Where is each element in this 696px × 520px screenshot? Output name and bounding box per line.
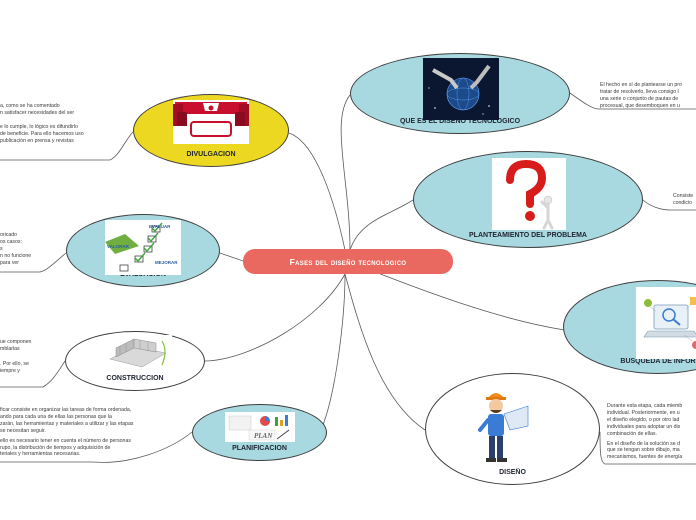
topic-label: PLANIFICACION: [232, 445, 287, 452]
building-model-image: [104, 335, 172, 372]
connector-note-diseno: [599, 431, 696, 465]
connector-note-evaluacion: [0, 252, 67, 273]
note-text: ue componen mblarlas: [0, 339, 32, 352]
topic-label: CONSTRUCCION: [106, 375, 164, 382]
topic-divulgacion[interactable]: DIVULGACION: [133, 94, 289, 167]
topic-planificacion[interactable]: PLAN PLANIFICACION: [192, 404, 327, 461]
connector-construccion: [204, 273, 346, 362]
central-topic-label: Fases del diseño tecnologico: [289, 256, 407, 267]
megaphone-banner-image: [173, 100, 249, 144]
plan-chart-image: PLAN: [225, 412, 295, 442]
connector-note-planificacion: [0, 431, 193, 463]
connector-divulgacion: [288, 132, 346, 251]
connector-que-es: [340, 94, 351, 251]
note-que-es: El hecho en sí de plantearse un pro trat…: [600, 82, 696, 113]
connector-note-que-es: [569, 92, 696, 110]
note-text: El hecho en sí de plantearse un pro trat…: [600, 82, 682, 109]
topic-construccion[interactable]: CONSTRUCCION: [65, 331, 205, 391]
question-mark-figure-image: [492, 158, 566, 230]
topic-label: DISEÑO: [499, 469, 526, 476]
topic-que-es[interactable]: QUE ES EL DISEÑO TECNOLOGICO: [350, 53, 570, 134]
topic-label: BUSQUEDA DE INFOR: [620, 358, 696, 365]
connector-diseno: [344, 273, 426, 431]
engineer-worker-image: [470, 386, 532, 468]
topic-diseno[interactable]: DISEÑO: [425, 373, 600, 485]
note-diseno: Durante esta etapa, cada miemb individua…: [607, 403, 696, 464]
note-text: Consiste condicio: [673, 193, 694, 206]
note-text: e lo cumple, lo lógico es difundirlo de …: [0, 123, 84, 144]
note-text: En el diseño de la solución se d que se …: [607, 440, 683, 461]
mejorar-word: MEJORAR: [155, 260, 178, 265]
valorar-word: VALORAR: [107, 244, 130, 249]
checklist-image: EVALUAR VALORAR MEJORAR: [105, 220, 181, 275]
robot-globe-image: [423, 58, 499, 120]
connector-planificacion: [319, 273, 346, 433]
note-planteamiento: Consiste condicio: [673, 193, 696, 210]
topic-label: PLANTEAMIENTO DEL PROBLEMA: [469, 232, 587, 239]
note-text: oricado os casos: s n no funcione para v…: [0, 232, 32, 266]
connector-evaluacion: [219, 252, 244, 262]
note-construccion: ue componen mblarlas . Por ello, se iemp…: [0, 339, 60, 378]
plan-word: PLAN: [254, 432, 273, 440]
topic-busqueda[interactable]: BUSQUEDA DE INFOR: [563, 280, 696, 374]
note-divulgacion: a, como se ha comentado n satisfacer nec…: [0, 103, 125, 148]
note-evaluacion: oricado os casos: s n no funcione para v…: [0, 232, 60, 270]
evaluar-word: EVALUAR: [149, 224, 171, 229]
central-topic[interactable]: Fases del diseño tecnologico: [243, 249, 453, 274]
topic-planteamiento[interactable]: PLANTEAMIENTO DEL PROBLEMA: [413, 151, 643, 248]
connector-note-divulgacion: [0, 131, 134, 161]
note-text: . Por ello, se iempre y: [0, 360, 29, 374]
note-text: a, como se ha comentado n satisfacer nec…: [0, 103, 75, 116]
connector-planteamiento: [349, 199, 414, 251]
topic-label: DIVULGACION: [186, 151, 236, 158]
laptop-search-image: [636, 287, 696, 359]
note-text: Durante esta etapa, cada miemb individua…: [607, 403, 683, 437]
connector-note-construccion: [0, 360, 66, 388]
topic-evaluacion[interactable]: EVALUAR VALORAR MEJORAR EVALUACION: [66, 214, 220, 287]
note-text: ello es necesario tener en cuenta el núm…: [0, 437, 131, 458]
topic-label: QUE ES EL DISEÑO TECNOLOGICO: [399, 118, 521, 125]
note-planificacion: ficar consiste en organizar las tareas d…: [0, 407, 170, 461]
note-text: ficar consiste en organizar las tareas d…: [0, 407, 134, 434]
connector-note-planteamiento: [642, 199, 696, 211]
